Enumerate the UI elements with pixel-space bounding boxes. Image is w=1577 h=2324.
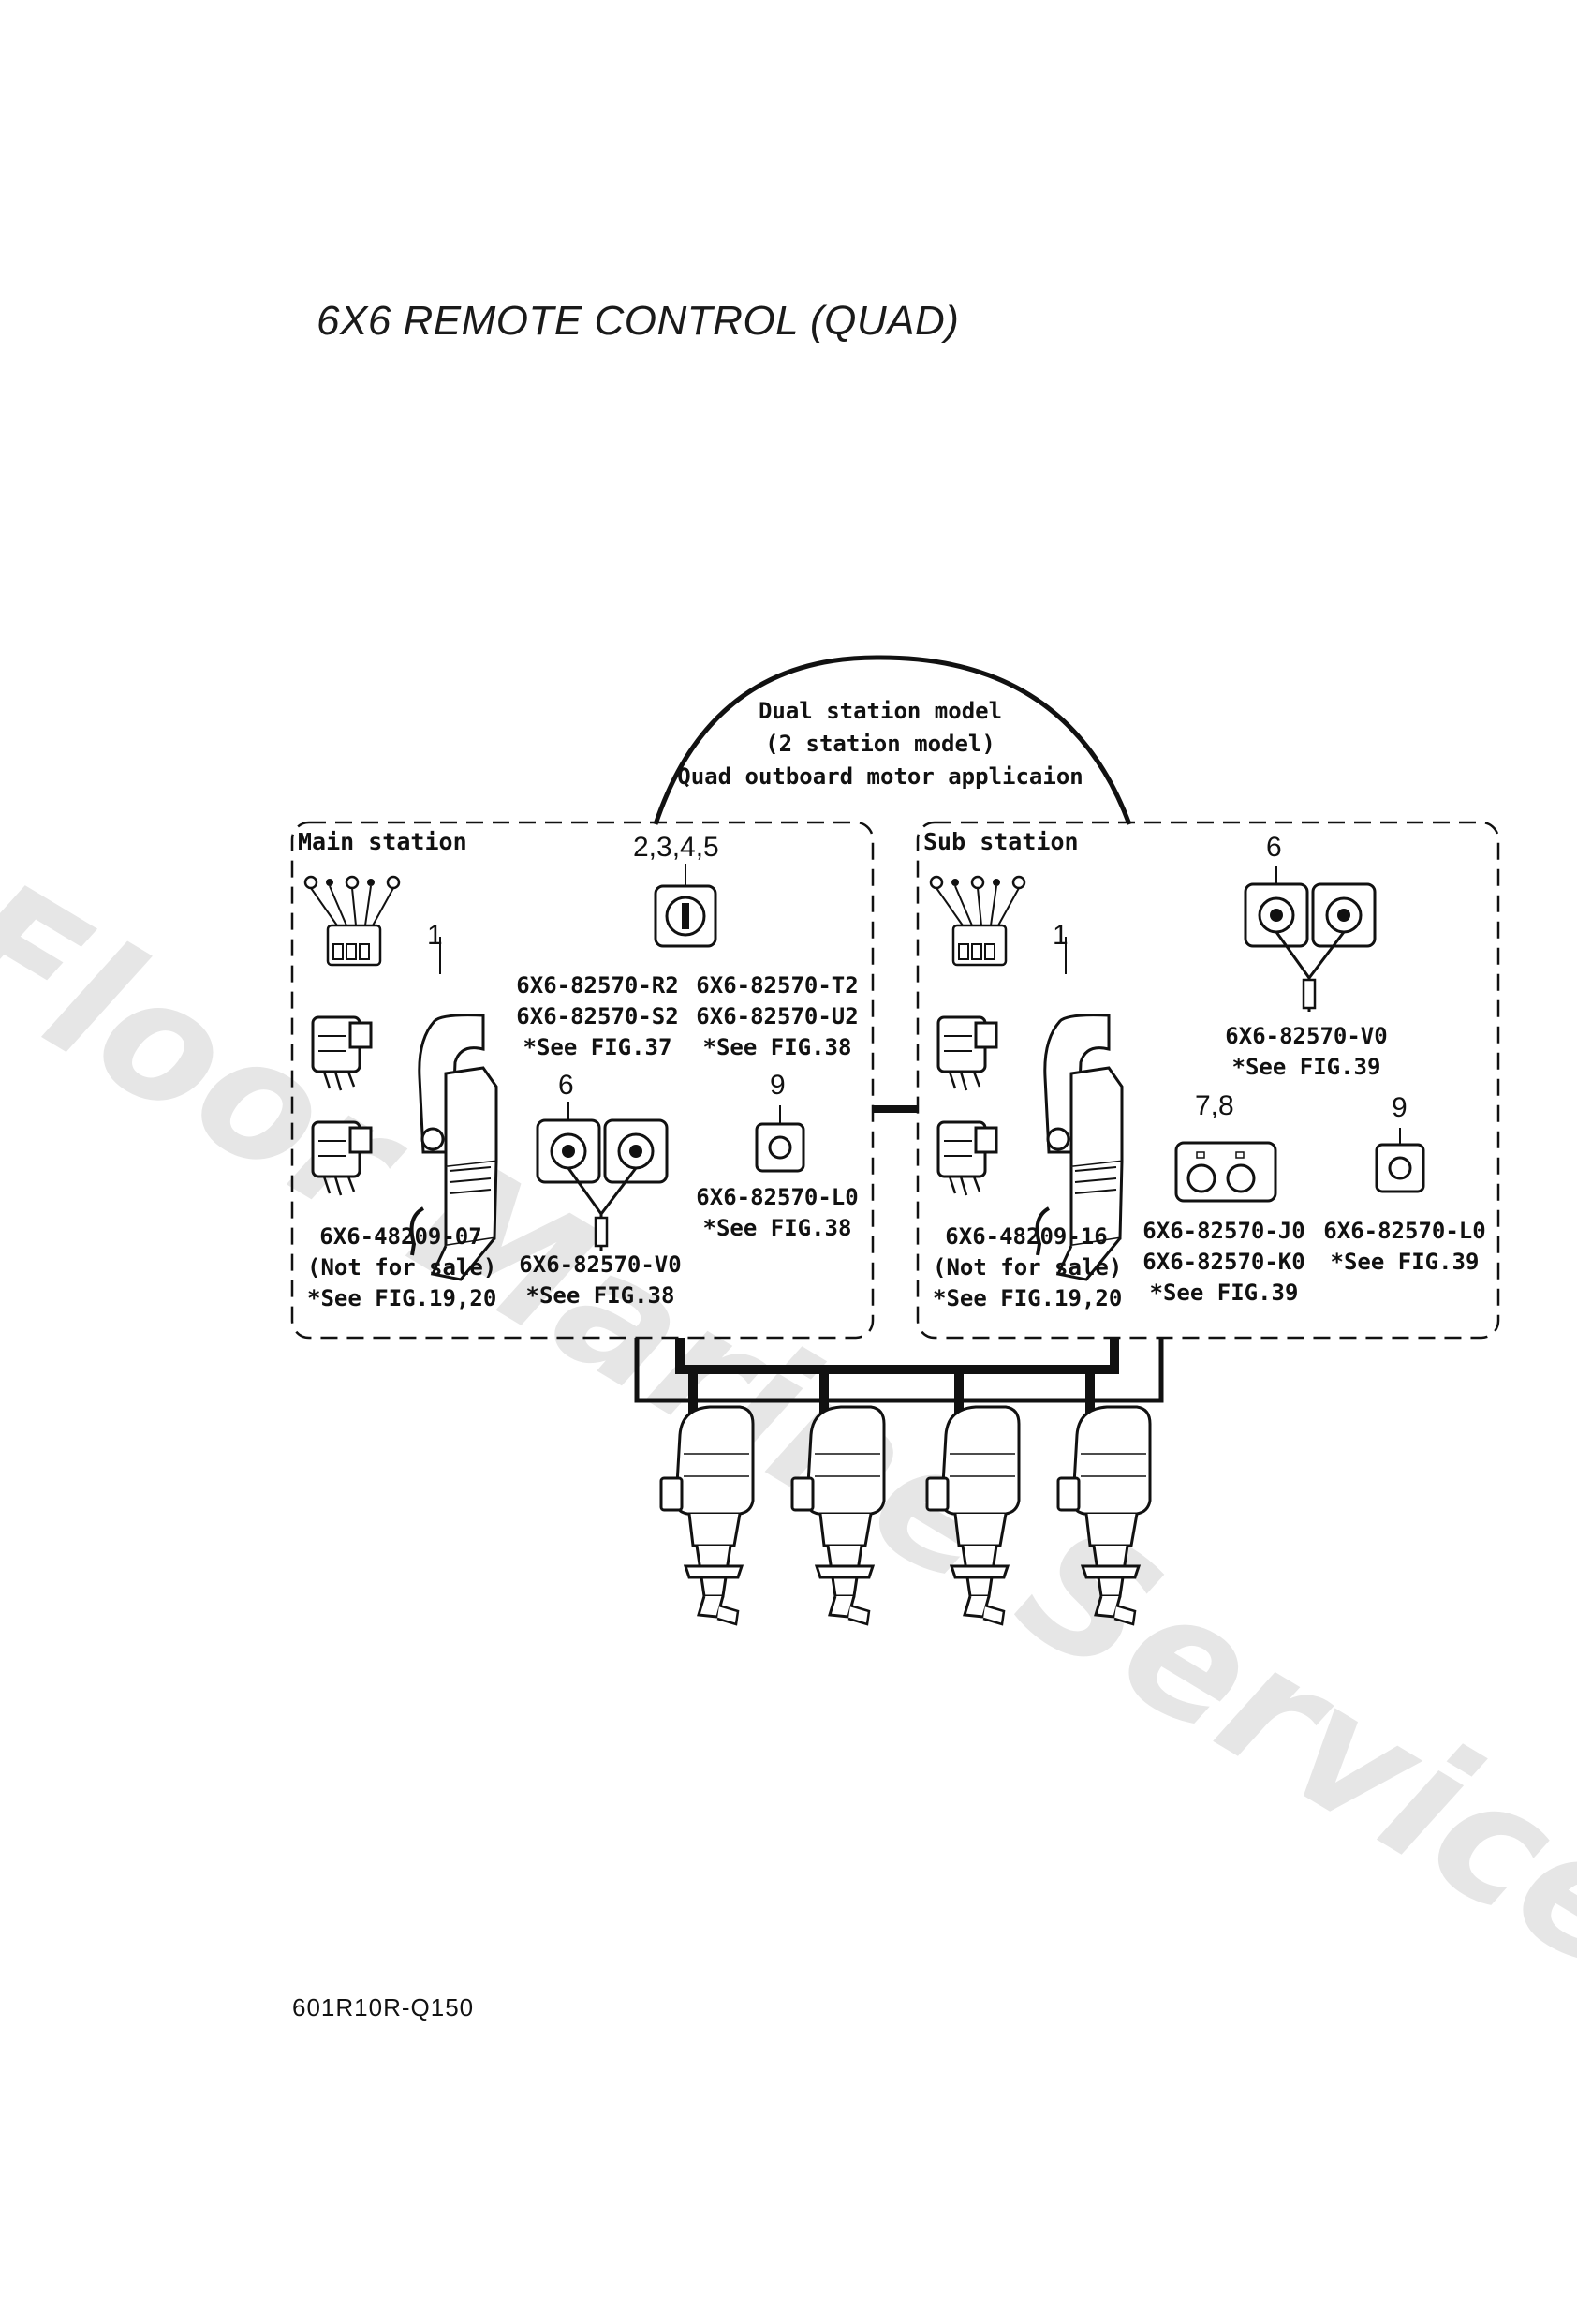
main-callout-9: 9 [770, 1070, 786, 1101]
drawing-code: 601R10R-Q150 [292, 1993, 475, 2021]
main-callout-1: 1 [427, 920, 443, 951]
main-key-parts-b-line3: *See FIG.38 [702, 1034, 852, 1060]
main-callout-6: 6 [558, 1070, 574, 1101]
main-emergency-parts: 6X6-82570-L0 *See FIG.38 [693, 1182, 862, 1244]
sub-callout-1: 1 [1053, 920, 1069, 951]
main-control-box-line3: *See FIG.19,20 [307, 1285, 497, 1311]
sub-start-stop-switch [1244, 866, 1377, 1012]
sub-control-box-line1: 6X6-48209-16 [945, 1223, 1108, 1250]
sub-trim-line2: 6X6-82570-K0 [1142, 1249, 1305, 1275]
main-control-box-line2: (Not for sale) [307, 1254, 497, 1280]
dual-station-label: Dual station model (2 station model) Qua… [656, 695, 1105, 793]
main-relay-1 [311, 1015, 373, 1092]
sub-control-box-line3: *See FIG.19,20 [933, 1285, 1123, 1311]
sub-callout-9: 9 [1392, 1092, 1408, 1123]
sub-relay-1 [936, 1015, 998, 1092]
sub-start-stop-line2: *See FIG.39 [1231, 1054, 1381, 1080]
station-link [873, 1105, 918, 1113]
main-control-box-line1: 6X6-48209-07 [319, 1223, 482, 1250]
main-key-parts-a-line3: *See FIG.37 [523, 1034, 672, 1060]
outboard-motor-2 [790, 1405, 886, 1626]
sub-callout-78: 7,8 [1195, 1090, 1234, 1121]
main-key-parts-b: 6X6-82570-T2 6X6-82570-U2 *See FIG.38 [693, 970, 862, 1063]
sub-emergency-parts: 6X6-82570-L0 *See FIG.39 [1320, 1216, 1489, 1278]
sub-emergency-line1: 6X6-82570-L0 [1323, 1218, 1486, 1244]
sub-emergency-switch [1375, 1128, 1425, 1193]
main-start-stop-switch [536, 1102, 669, 1251]
main-control-box-parts: 6X6-48209-07 (Not for sale) *See FIG.19,… [307, 1221, 497, 1314]
page-title: 6X6 REMOTE CONTROL (QUAD) [317, 298, 960, 344]
main-relay-2 [311, 1120, 373, 1197]
sub-trim-parts: 6X6-82570-J0 6X6-82570-K0 *See FIG.39 [1135, 1216, 1313, 1309]
sub-trim-switch [1174, 1141, 1277, 1203]
main-switch-panel [303, 875, 401, 967]
sub-callout-6: 6 [1266, 832, 1282, 863]
dual-station-arc [653, 655, 1132, 825]
dual-station-line1: Dual station model [758, 698, 1003, 724]
outboard-motor-4 [1056, 1405, 1152, 1626]
dual-station-line3: Quad outboard motor applicaion [677, 763, 1083, 790]
main-emergency-parts-line2: *See FIG.38 [702, 1215, 852, 1241]
outboard-motor-1 [659, 1405, 755, 1626]
sub-control-box-line2: (Not for sale) [933, 1254, 1123, 1280]
sub-emergency-line2: *See FIG.39 [1330, 1249, 1480, 1275]
motor-drops [688, 1369, 1095, 1424]
sub-station-title: Sub station [923, 828, 1079, 855]
main-key-parts-a: 6X6-82570-R2 6X6-82570-S2 *See FIG.37 [513, 970, 682, 1063]
main-key-parts-a-line1: 6X6-82570-R2 [516, 972, 679, 999]
main-start-stop-line2: *See FIG.38 [525, 1282, 675, 1309]
main-start-stop-parts: 6X6-82570-V0 *See FIG.38 [511, 1250, 689, 1311]
main-key-parts-b-line1: 6X6-82570-T2 [696, 972, 859, 999]
main-harness [634, 1338, 1164, 1403]
main-station-title: Main station [298, 828, 467, 855]
sub-station-box [916, 821, 1500, 1340]
main-emergency-parts-line1: 6X6-82570-L0 [696, 1184, 859, 1210]
main-callout-2345: 2,3,4,5 [633, 832, 719, 863]
sub-harness [675, 1338, 1119, 1374]
sub-relay-2 [936, 1120, 998, 1197]
dual-station-line2: (2 station model) [765, 731, 995, 757]
main-key-parts-b-line2: 6X6-82570-U2 [696, 1003, 859, 1029]
sub-start-stop-parts: 6X6-82570-V0 *See FIG.39 [1217, 1021, 1395, 1083]
sub-control-box-parts: 6X6-48209-16 (Not for sale) *See FIG.19,… [933, 1221, 1123, 1314]
outboard-motor-3 [925, 1405, 1021, 1626]
main-station-box [290, 821, 875, 1340]
sub-start-stop-line1: 6X6-82570-V0 [1225, 1023, 1388, 1049]
main-start-stop-line1: 6X6-82570-V0 [519, 1251, 682, 1278]
main-key-parts-a-line2: 6X6-82570-S2 [516, 1003, 679, 1029]
main-emergency-switch [755, 1105, 805, 1173]
sub-trim-line1: 6X6-82570-J0 [1142, 1218, 1305, 1244]
sub-switch-panel [929, 875, 1026, 967]
sub-trim-line3: *See FIG.39 [1149, 1280, 1299, 1306]
